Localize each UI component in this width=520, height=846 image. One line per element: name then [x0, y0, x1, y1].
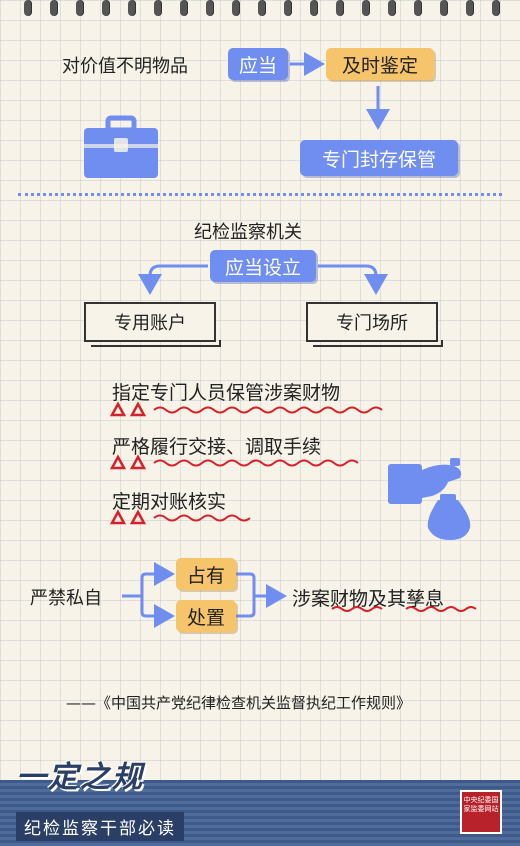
binder-ring [258, 0, 266, 16]
org-text: 纪检监察机关 [194, 222, 302, 243]
requirement-3: 定期对账核实 [112, 491, 227, 513]
footer: 一定之规 纪检监察干部必读 中央纪委国家监委网站 [0, 752, 520, 846]
binder-ring [206, 0, 214, 16]
binder-ring [50, 0, 58, 16]
should-establish-box: 应当设立 [210, 250, 316, 282]
binder-ring [336, 0, 344, 16]
dispose-box: 处置 [176, 600, 236, 632]
dotted-divider [18, 193, 502, 196]
should-box: 应当 [228, 48, 288, 80]
binder-ring [102, 0, 110, 16]
hand-money-bag-icon [388, 458, 471, 540]
source-citation: ——《中国共产党纪律检查机关监督执纪工作规则》 [66, 694, 412, 712]
binder-ring [24, 0, 32, 16]
subject-text: 对价值不明物品 [62, 56, 188, 77]
binder-ring [310, 0, 318, 16]
binder-ring [414, 0, 422, 16]
seal-stamp: 中央纪委国家监委网站 [460, 790, 502, 834]
binder-ring [466, 0, 474, 16]
target-text: 涉案财物及其孳息 [292, 588, 445, 610]
occupy-box: 占有 [176, 558, 236, 590]
prohibit-text: 严禁私自 [30, 588, 102, 609]
binder-ring [232, 0, 240, 16]
arrow-to-occupy [140, 562, 175, 596]
binder-ring [492, 0, 500, 16]
brand-title: 一定之规 [16, 760, 144, 795]
binder-ring [180, 0, 188, 16]
arrow-to-account [138, 264, 208, 295]
binder-ring [76, 0, 84, 16]
wavy-underline-2 [153, 459, 359, 467]
wavy-underline-1 [153, 406, 383, 414]
wavy-underline-3 [153, 514, 251, 522]
binder-rings [0, 0, 520, 18]
briefcase-icon [84, 115, 158, 178]
binder-ring [362, 0, 370, 16]
binder-ring [128, 0, 136, 16]
binder-ring [284, 0, 292, 16]
requirement-2: 严格履行交接、调取手续 [112, 436, 322, 458]
warning-triangle-icon [109, 401, 147, 525]
bracket-merge [236, 572, 256, 618]
binder-ring [154, 0, 162, 16]
special-place-box: 专门场所 [306, 302, 443, 347]
special-account-box: 专用账户 [84, 302, 221, 347]
requirement-1: 指定专门人员保管涉案财物 [112, 382, 341, 404]
seal-storage-box: 专门封存保管 [300, 140, 458, 176]
timely-appraise-box: 及时鉴定 [326, 48, 434, 80]
binder-ring [388, 0, 396, 16]
wavy-underline-target-1 [331, 606, 383, 612]
wavy-underline-target-2 [405, 606, 477, 612]
arrow-to-dispose [140, 596, 175, 628]
brand-subtitle: 纪检监察干部必读 [16, 812, 184, 841]
binder-ring [440, 0, 448, 16]
arrow-to-place [318, 264, 388, 295]
